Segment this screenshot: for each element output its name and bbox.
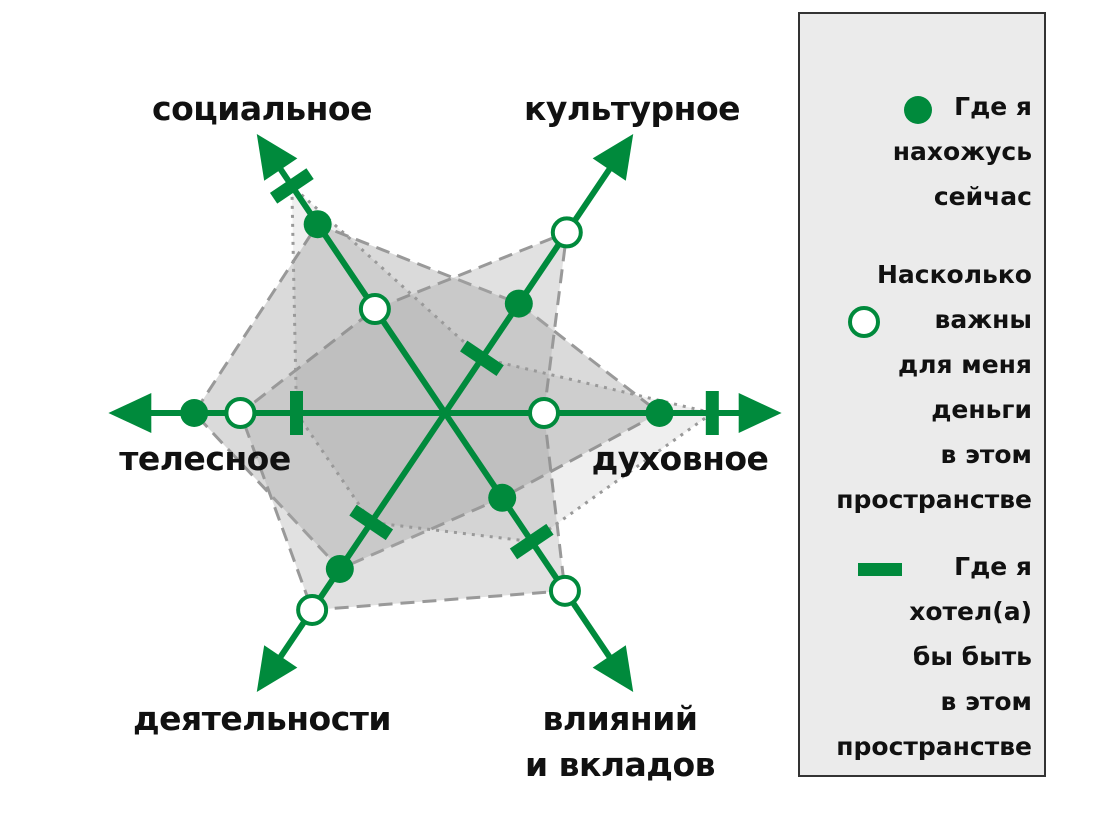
current-point-cultural	[504, 289, 533, 318]
legend-money: Насколько важны для меня деньги в этом п…	[836, 260, 1032, 514]
axis-label-bodily: телесное	[119, 439, 291, 478]
axis-label-influence: влияний и вкладов	[524, 696, 716, 788]
bar-marker-icon	[858, 563, 902, 576]
money-point-bodily	[224, 397, 257, 429]
legend-desired: Где я хотел(а) бы быть в этом пространст…	[836, 552, 1032, 761]
desired-bar-social	[269, 168, 314, 204]
axis-label-spiritual: духовное	[591, 439, 769, 478]
current-point-bodily	[180, 399, 209, 427]
money-point-cultural	[550, 216, 583, 249]
axis-line-social	[265, 148, 448, 415]
current-point-activity	[325, 554, 354, 583]
legend: Где я нахожусь сейчас Насколько важны дл…	[798, 12, 1046, 777]
axis-label-social: социальное	[152, 89, 372, 128]
axis-label-influence-line2: и вкладов	[524, 745, 716, 784]
axis-label-cultural: культурное	[523, 89, 741, 128]
axis-label-activity: деятельности	[132, 699, 392, 738]
desired-bar-influence	[509, 523, 554, 560]
current-point-influence	[488, 483, 517, 512]
axis-line-cultural	[442, 148, 625, 415]
filled-circle-icon	[904, 96, 932, 124]
arrowhead-icon-cultural	[592, 133, 634, 181]
desired-bar-cultural	[460, 340, 504, 376]
axis-line-activity	[265, 411, 448, 678]
desired-bar-bodily	[290, 391, 303, 435]
arrowhead-icon-spiritual	[738, 393, 782, 433]
desired-bar-spiritual	[705, 391, 719, 435]
arrowhead-icon-bodily	[108, 393, 152, 433]
current-point-social	[303, 210, 332, 239]
arrowhead-icon-influence	[592, 645, 634, 693]
money-point-influence	[548, 574, 581, 607]
desired-bar-activity	[349, 504, 394, 541]
axis-label-influence-line1: влияний	[542, 699, 698, 738]
open-circle-icon	[848, 306, 880, 338]
arrowhead-icon-social	[256, 133, 298, 181]
money-point-activity	[296, 593, 329, 626]
money-point-spiritual	[528, 397, 560, 429]
arrowhead-icon-activity	[256, 645, 298, 693]
legend-current: Где я нахожусь сейчас	[892, 92, 1032, 211]
money-point-social	[358, 293, 391, 326]
current-point-spiritual	[645, 399, 674, 427]
